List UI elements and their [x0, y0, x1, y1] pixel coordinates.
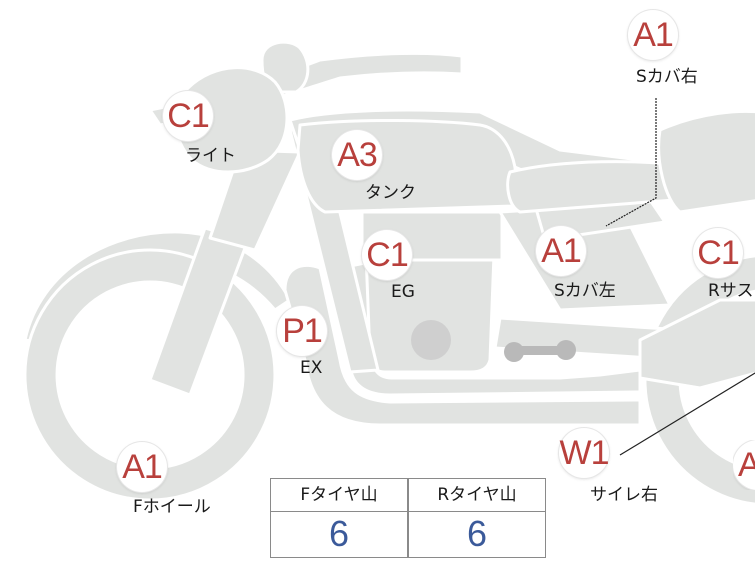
header-front-tire: Fタイヤ山 [271, 479, 407, 512]
part-label: Sカバ右 [636, 67, 698, 87]
grade-badge [693, 228, 743, 278]
header-rear-tire: Rタイヤ山 [409, 479, 545, 512]
rear-cowl [657, 109, 755, 214]
part-label: タンク [365, 183, 416, 203]
grade-text: A1 [541, 232, 582, 270]
part-label: EX [300, 358, 323, 378]
grade-badge [536, 226, 586, 276]
grade-badge [163, 91, 213, 141]
grade-text: P1 [282, 312, 323, 350]
headlight [174, 66, 289, 174]
grade-text: C1 [167, 97, 209, 135]
grade-text: C1 [697, 234, 739, 272]
grade-badge [332, 130, 382, 180]
grade-badge [277, 306, 327, 356]
grade-text: C1 [366, 236, 408, 274]
part-label: Fホイール [133, 497, 211, 517]
grade-badge [117, 442, 167, 492]
tire-depth-table: Fタイヤ山 Rタイヤ山 6 6 [270, 478, 546, 558]
fork-upper [208, 148, 302, 252]
engine-cover-dot [411, 320, 451, 360]
exhaust-pipe-lower [283, 263, 642, 427]
grade-badge [559, 428, 609, 478]
table-divider [407, 479, 409, 557]
grade-badge [362, 230, 412, 280]
part-label: ライト [185, 146, 236, 166]
grade-text: A [738, 446, 755, 484]
grade-badge [733, 440, 755, 490]
grade-text: A1 [633, 16, 674, 54]
rear-shock [638, 298, 755, 390]
value-rear-tire: 6 [466, 513, 488, 554]
grade-text: A3 [337, 136, 378, 174]
leader-lines [605, 98, 755, 456]
grade-text: W1 [559, 434, 610, 472]
footpeg [504, 340, 576, 362]
part-label: Sカバ左 [554, 281, 616, 301]
part-label: EG [391, 282, 415, 302]
part-label: サイレ右 [590, 485, 658, 505]
value-front-tire: 6 [328, 513, 350, 554]
marker-rwheel: A [733, 440, 755, 490]
part-label: Rサス [708, 281, 754, 301]
grade-text: A1 [122, 448, 163, 486]
grade-badge [628, 10, 678, 60]
